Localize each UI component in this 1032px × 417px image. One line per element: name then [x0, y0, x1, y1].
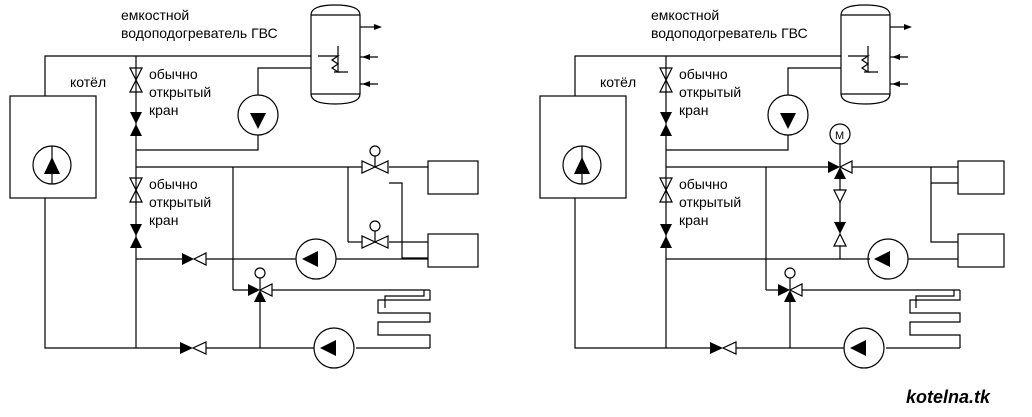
check-valve-1: [182, 252, 207, 266]
valve-top-label-1: обычно: [149, 66, 198, 82]
hot-water-tank: [310, 4, 382, 105]
valve-top-label-1: обычно: [679, 66, 728, 82]
watermark: kotelna.tk: [906, 387, 991, 407]
valve-bottom-label-2: открытый: [679, 194, 741, 210]
tank-label-line2: водоподогреватель ГВС: [651, 25, 808, 41]
radiator-1: [427, 160, 479, 195]
hot-water-tank: [840, 4, 912, 105]
valve-open-top: [659, 67, 673, 136]
boiler-label: котёл: [600, 74, 636, 90]
underfloor-loop: [377, 290, 431, 348]
valve-open-bottom: [659, 177, 673, 248]
underfloor-loop: [909, 290, 961, 348]
radiator-2: [957, 233, 1005, 268]
radiator-2: [427, 233, 479, 268]
floor-pump-icon: [843, 327, 885, 369]
valve-top-label-2: открытый: [679, 84, 741, 100]
boiler-label: котёл: [70, 74, 106, 90]
floor-pump-icon: [313, 327, 355, 369]
valve-bottom-label-1: обычно: [149, 176, 198, 192]
thermo-valve-2: [361, 220, 389, 249]
diagram-left: котёл емкостной водоподогреватель ГВС: [9, 4, 479, 369]
tank-label-line1: емкостной: [121, 7, 189, 23]
check-valve-2: [180, 341, 207, 355]
bypass-valves: [833, 179, 847, 259]
valve-bottom-label-3: кран: [679, 212, 708, 228]
mixing-valve: [248, 267, 273, 302]
valve-bottom-label-1: обычно: [679, 176, 728, 192]
boiler: [539, 95, 627, 199]
tank-label-line2: водоподогреватель ГВС: [121, 25, 278, 41]
valve-bottom-label-2: открытый: [149, 194, 211, 210]
supply-pipe-top: [44, 55, 311, 96]
valve-top-label-3: кран: [679, 102, 708, 118]
return-pipe-bottom: [44, 198, 180, 349]
diagram-right: котёл емкостной водоподогреватель ГВС: [539, 4, 1005, 369]
tank-label-line1: емкостной: [651, 7, 719, 23]
thermo-valve-1: [361, 145, 389, 174]
valve-top-label-3: кран: [149, 102, 178, 118]
motor-label: M: [835, 130, 844, 142]
mixing-valve: [778, 267, 803, 302]
valve-open-bottom: [129, 177, 143, 248]
boiler: [9, 95, 97, 199]
check-valve-2: [710, 341, 737, 355]
valve-top-label-2: открытый: [149, 84, 211, 100]
radiator-1: [957, 160, 1005, 195]
valve-open-top: [129, 67, 143, 136]
valve-bottom-label-3: кран: [149, 212, 178, 228]
